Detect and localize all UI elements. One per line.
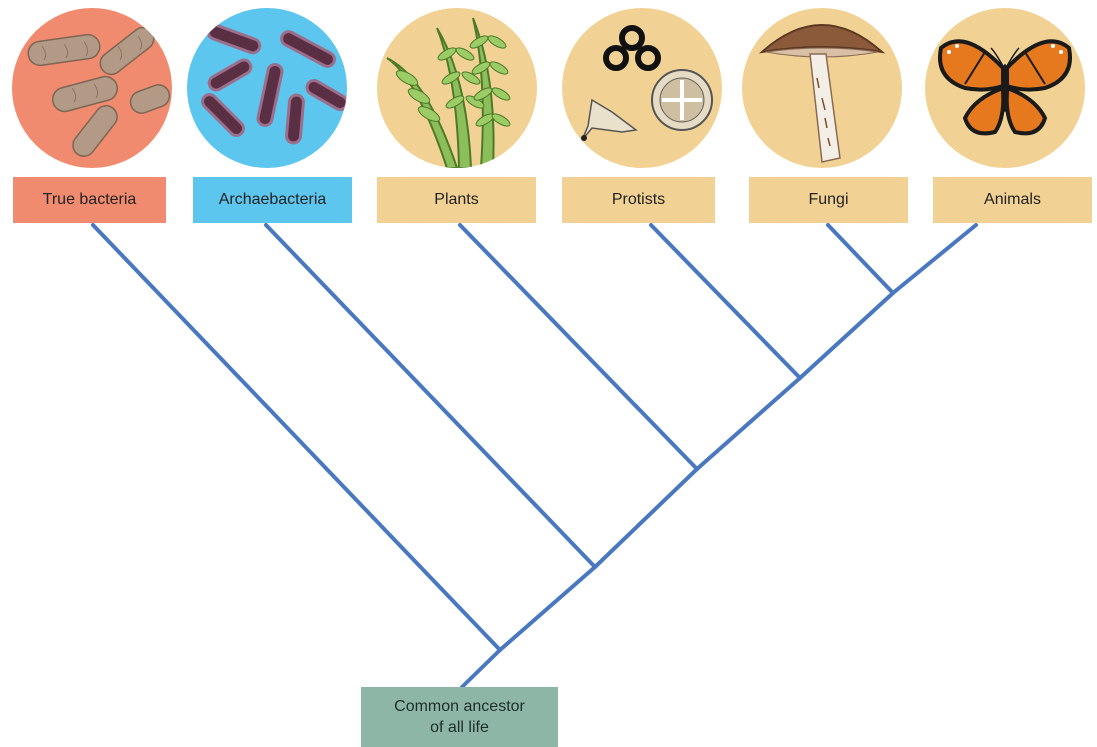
branch-true-bacteria: [93, 225, 500, 650]
label-archaebacteria: Archaebacteria: [193, 177, 352, 223]
archaebacteria-illustration: [187, 8, 347, 168]
branch-archaebacteria: [266, 225, 595, 567]
true-bacteria-illustration: [12, 8, 172, 168]
label-protists: Protists: [562, 177, 715, 223]
branch-protists: [651, 225, 800, 378]
label-animals: Animals: [933, 177, 1092, 223]
diatom-icon: [562, 8, 722, 168]
branch-plants: [460, 225, 697, 469]
label-fungi: Fungi: [749, 177, 908, 223]
plants-illustration: [377, 8, 537, 168]
branch-internal-2: [595, 469, 697, 567]
mushroom-icon: [742, 8, 902, 168]
branch-internal-3: [697, 378, 800, 469]
branch-internal-4: [800, 293, 893, 378]
label-plants: Plants: [377, 177, 536, 223]
branch-fungi: [828, 225, 893, 293]
branch-animals: [893, 225, 976, 293]
label-true-bacteria: True bacteria: [13, 177, 166, 223]
animals-illustration: [925, 8, 1085, 168]
branch-trunk: [462, 650, 500, 687]
fungi-illustration: [742, 8, 902, 168]
common-ancestor-line1: Common ancestor: [394, 696, 525, 717]
fern-icon: [377, 8, 537, 168]
butterfly-icon: [925, 8, 1085, 168]
common-ancestor-box: Common ancestor of all life: [361, 687, 558, 747]
common-ancestor-line2: of all life: [430, 717, 489, 738]
branch-internal-1: [500, 567, 595, 650]
protists-illustration: [562, 8, 722, 168]
archaebacteria-icon: [187, 8, 347, 168]
bacteria-icon: [12, 8, 172, 168]
